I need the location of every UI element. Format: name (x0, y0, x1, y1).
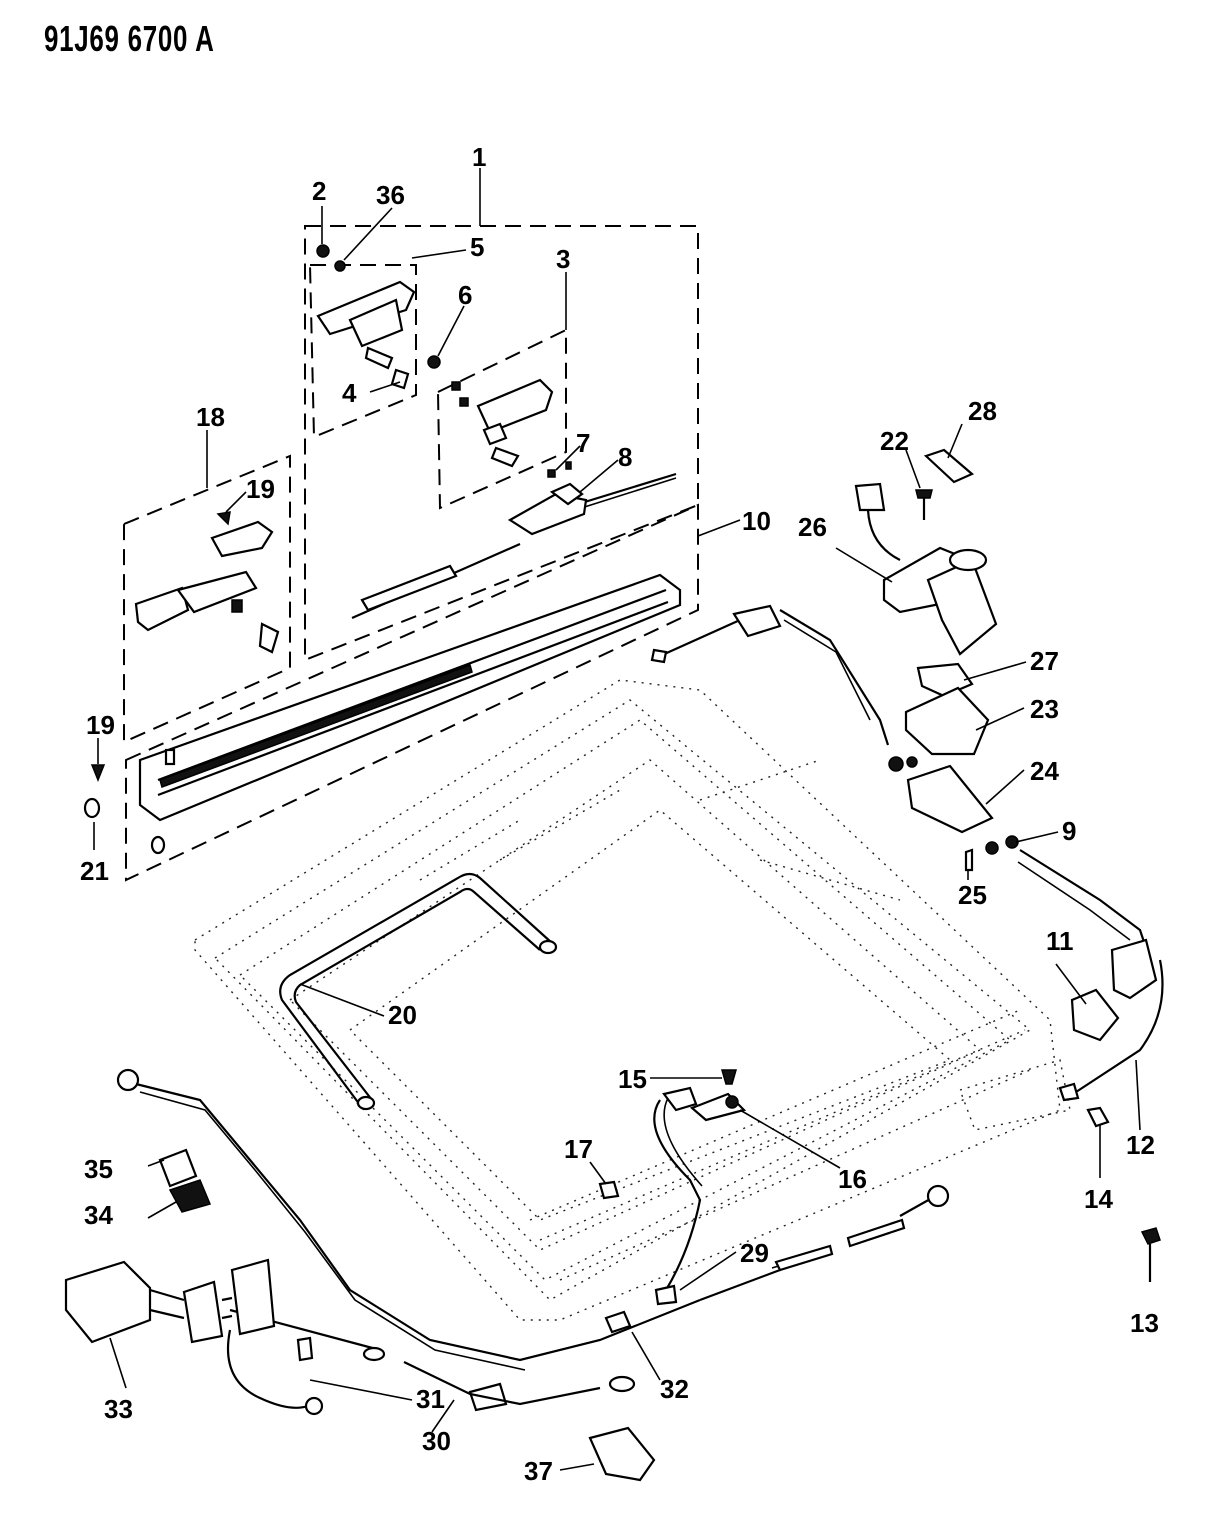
leader-lines (93, 206, 1141, 1471)
motor-26 (854, 482, 998, 656)
wiring-harness (116, 1068, 950, 1416)
callout-35: 35 (84, 1154, 113, 1184)
callout-11: 11 (1046, 926, 1074, 956)
bracket-23 (904, 686, 990, 756)
subassembly-3-box (436, 328, 567, 510)
callout-16: 16 (838, 1164, 867, 1194)
bracket-18 (134, 520, 280, 654)
cover-28 (923, 448, 975, 484)
callout-27: 27 (1030, 646, 1059, 676)
callout-9: 9 (1062, 816, 1076, 846)
callout-3: 3 (556, 244, 570, 274)
plate-27 (916, 662, 974, 698)
callout-18: 18 (196, 402, 225, 432)
module-33 (64, 1260, 152, 1344)
callout-14: 14 (1084, 1184, 1113, 1214)
callout-8: 8 (618, 442, 632, 472)
callout-10: 10 (742, 506, 771, 536)
callout-7: 7 (576, 428, 590, 458)
callout-30: 30 (422, 1426, 451, 1456)
callout-5: 5 (470, 232, 484, 262)
callout-23: 23 (1030, 694, 1059, 724)
clip-35 (158, 1148, 198, 1188)
callout-labels: 1 2 36 5 3 6 4 18 7 8 19 10 19 21 20 28 … (80, 142, 1159, 1486)
callout-31: 31 (416, 1384, 445, 1414)
assembly-1-box (304, 225, 699, 662)
callout-33: 33 (104, 1394, 133, 1424)
callout-6: 6 (458, 280, 472, 310)
callout-4: 4 (342, 378, 357, 408)
callout-22: 22 (880, 426, 909, 456)
cable-slider-8 (351, 472, 677, 620)
callout-13: 13 (1130, 1308, 1159, 1338)
callout-12: 12 (1126, 1130, 1155, 1160)
cables (650, 604, 1164, 1102)
callout-21: 21 (80, 856, 109, 886)
callout-19-upper: 19 (246, 474, 275, 504)
clip-37 (588, 1426, 656, 1482)
callout-37: 37 (524, 1456, 553, 1486)
clip-34 (168, 1179, 212, 1213)
callout-25: 25 (958, 880, 987, 910)
callout-28: 28 (968, 396, 997, 426)
assembly-10-box (125, 503, 699, 882)
subassembly-5-box (308, 264, 417, 439)
document-code: 91J69 6700 A (44, 18, 215, 59)
callout-19-lower: 19 (86, 710, 115, 740)
callout-15: 15 (618, 1064, 647, 1094)
callout-24: 24 (1030, 756, 1059, 786)
bracket-11 (1070, 988, 1120, 1042)
callout-34: 34 (84, 1200, 113, 1230)
bracket-3 (451, 378, 554, 468)
callout-17: 17 (564, 1134, 593, 1164)
callout-29: 29 (740, 1238, 769, 1268)
callout-1: 1 (472, 142, 486, 172)
callout-20: 20 (388, 1000, 417, 1030)
bracket-5 (316, 280, 416, 390)
callout-26: 26 (798, 512, 827, 542)
bracket-24 (906, 764, 994, 834)
shade-rod (279, 872, 558, 1111)
guide-rail-10 (138, 573, 682, 855)
callout-2: 2 (312, 176, 326, 206)
callout-36: 36 (376, 180, 405, 210)
callout-32: 32 (660, 1374, 689, 1404)
